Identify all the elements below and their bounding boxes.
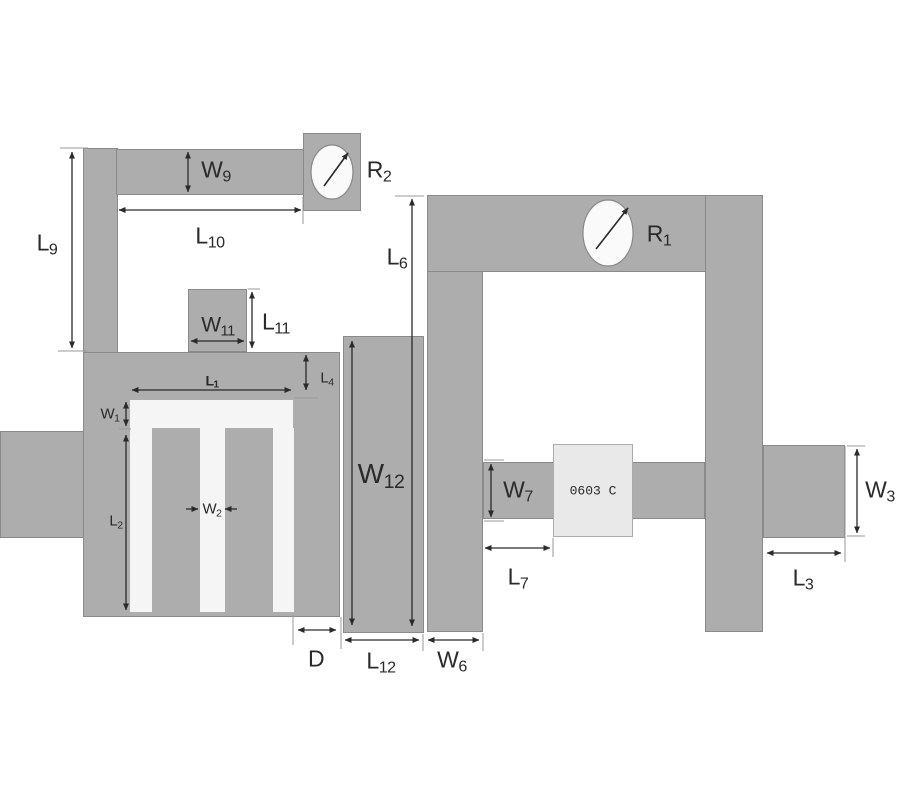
slot-finger-right (273, 428, 294, 612)
slot-top-band-w1 (130, 400, 293, 428)
left-vertical-arm (83, 148, 118, 353)
output-feed-line (763, 445, 845, 538)
dimension-label-w2: W2 (202, 500, 222, 520)
top-left-horizontal-line-w9 (116, 149, 305, 195)
slot-finger-middle (200, 428, 225, 612)
dimension-label-l4: L4 (320, 369, 334, 389)
dimension-label-w12: W12 (357, 458, 405, 493)
input-feed-line (0, 431, 84, 538)
dimension-label-l1: L1 (205, 372, 219, 391)
right-vertical-arm (705, 195, 763, 632)
dimension-label-l11: L11 (261, 308, 291, 338)
dimension-label-w3: W3 (865, 476, 895, 506)
dimension-label-w9: W9 (201, 156, 231, 186)
dimension-label-w7: W7 (503, 476, 533, 506)
component-label-r1: R1 (646, 220, 672, 250)
dimension-label-l3: L3 (792, 564, 814, 594)
dimension-label-w1: W1 (100, 405, 120, 425)
dimension-label-w11: W11 (201, 313, 235, 340)
dimension-label-l2: L2 (109, 512, 123, 532)
dimension-label-l10: L10 (195, 222, 225, 252)
component-label-r2: R2 (366, 156, 392, 186)
dimension-label-w6: W6 (437, 646, 467, 676)
dimension-label-l12: L12 (366, 647, 396, 677)
resistor-r2-pad (303, 133, 361, 211)
dimension-label-d: D (307, 645, 325, 672)
capacitor-0603-pad (553, 444, 633, 537)
slot-finger-left (130, 428, 152, 612)
dimension-label-l9: L9 (36, 229, 58, 259)
dimension-label-l6: L6 (386, 243, 408, 273)
capacitor-value-label: 0603 C (569, 483, 617, 499)
dimension-label-l7: L7 (507, 563, 529, 593)
